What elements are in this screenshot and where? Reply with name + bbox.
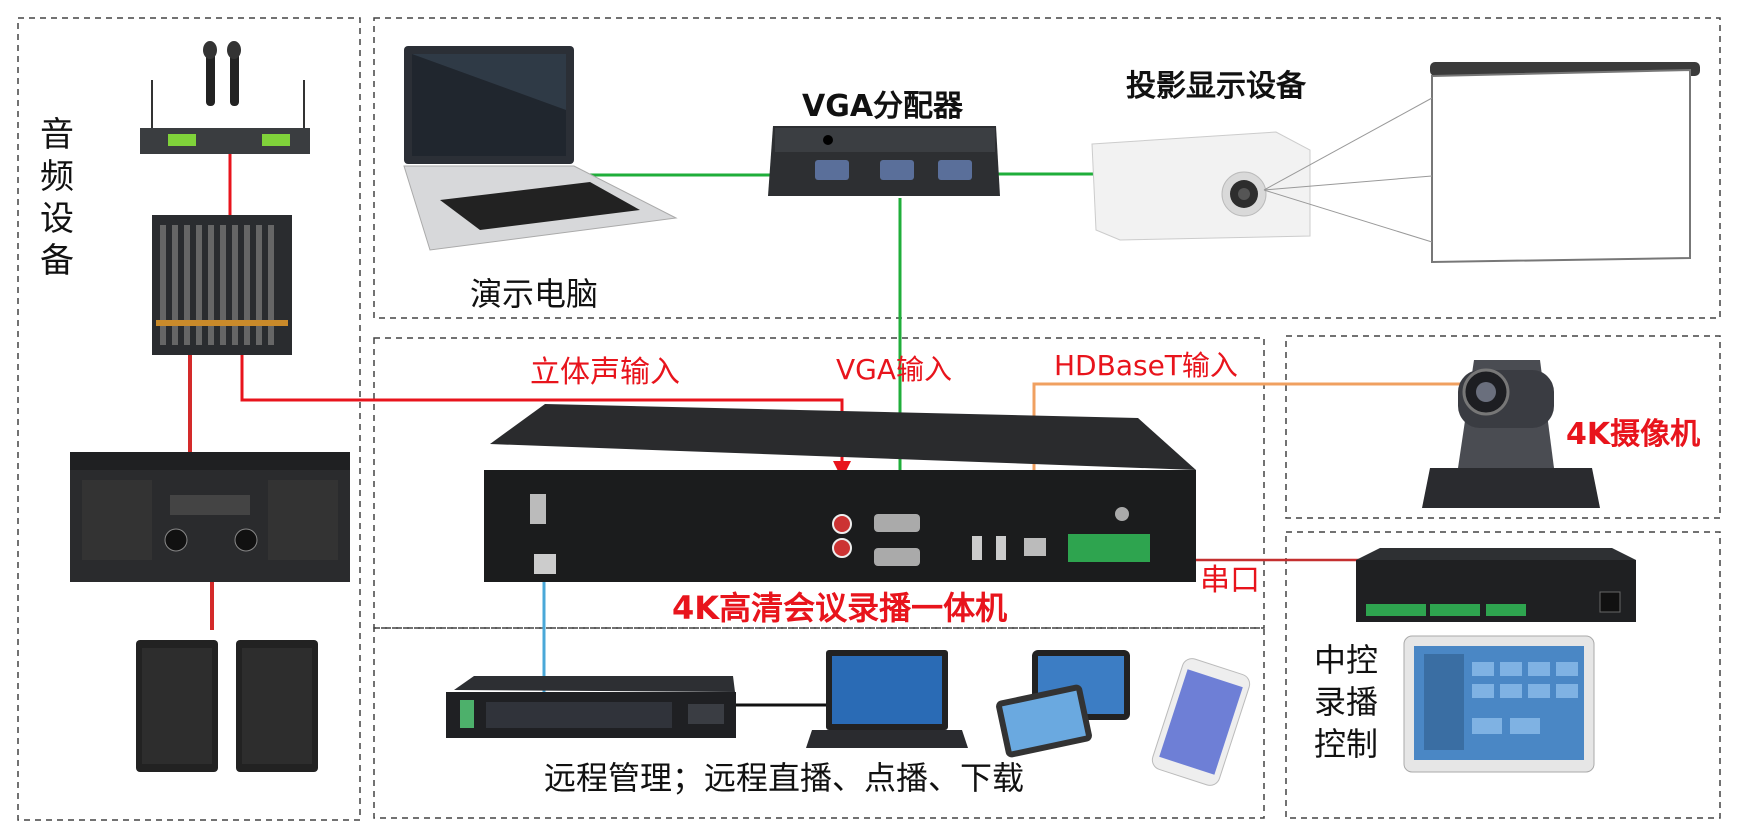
demo-laptop	[403, 46, 678, 251]
recorder-label: 4K高清会议录播一体机	[672, 589, 1008, 627]
projector	[1091, 131, 1311, 241]
power-amplifier	[70, 452, 350, 582]
network-switch	[446, 676, 736, 738]
control-label-line: 中控	[1314, 641, 1379, 679]
stereo-input-label: 立体声输入	[530, 355, 680, 390]
hdbaset-input-label: HDBaseT输入	[1054, 349, 1238, 382]
audio-label-char: 音	[40, 115, 74, 155]
vga-splitter-device	[768, 126, 1000, 196]
audio-label-char: 频	[40, 157, 74, 197]
display-group-box	[373, 17, 1721, 319]
audio-mixer	[152, 215, 292, 355]
laptop-remote	[806, 650, 968, 748]
control-label-line: 控制	[1314, 725, 1379, 763]
demo-pc-label: 演示电脑	[470, 275, 599, 313]
speakers	[136, 640, 318, 772]
audio-devices-label: 音 频 设 备	[40, 118, 74, 278]
serial-port-label: 串口	[1200, 563, 1260, 598]
smartphone	[1151, 658, 1251, 786]
central-control-label: 中控 录播 控制	[1314, 644, 1378, 760]
audio-label-char: 设	[40, 199, 74, 239]
camera-4k-label: 4K摄像机	[1566, 417, 1701, 452]
central-control-device	[1356, 548, 1636, 622]
audio-group-box	[17, 17, 361, 821]
control-tablet	[1403, 635, 1595, 773]
vga-splitter-label: VGA分配器	[802, 89, 964, 124]
remote-group-box	[373, 627, 1265, 819]
remote-label: 远程管理；远程直播、点播、下载	[544, 759, 1025, 797]
vga-input-label: VGA输入	[836, 353, 953, 386]
control-label-line: 录播	[1314, 683, 1379, 721]
wireless-mic-receiver	[140, 41, 310, 154]
recorder-device	[484, 404, 1196, 582]
ptz-camera	[1422, 360, 1600, 508]
projection-screen	[1263, 62, 1700, 264]
audio-label-char: 备	[40, 241, 74, 281]
control-group-box	[1285, 531, 1721, 819]
tablets-phones	[996, 650, 1130, 758]
recorder-group-box	[373, 337, 1265, 629]
projection-label: 投影显示设备	[1126, 69, 1306, 104]
